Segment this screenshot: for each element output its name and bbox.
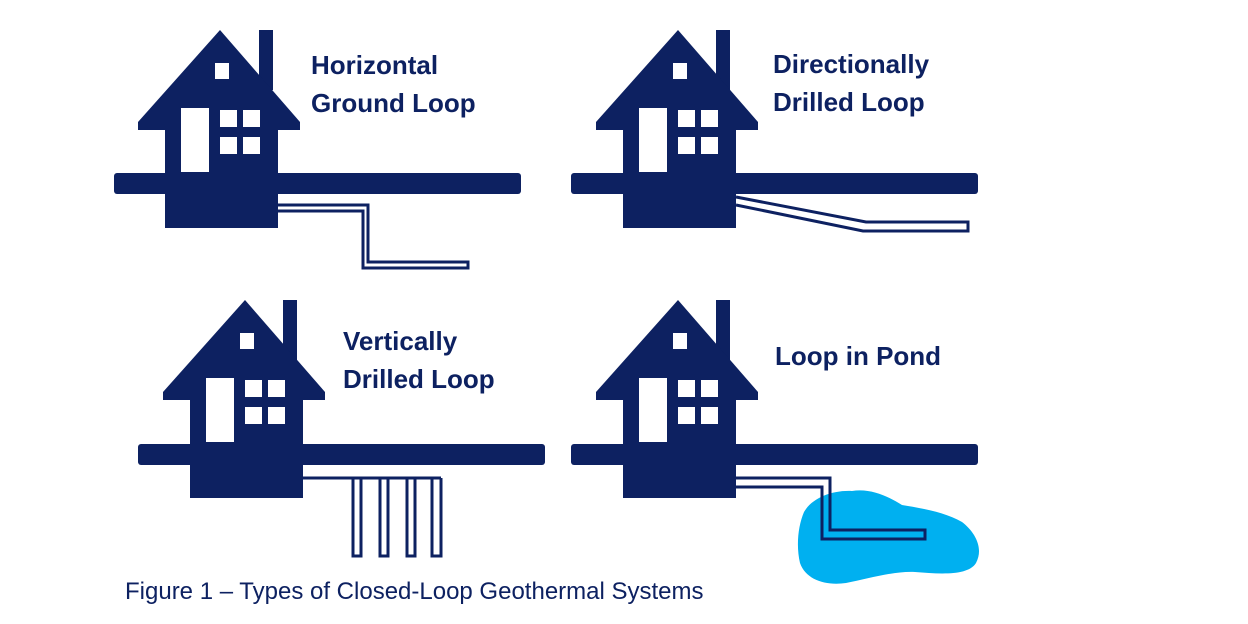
panel-title-directional: Directionally Drilled Loop: [773, 45, 929, 121]
panel-title-vertical: Vertically Drilled Loop: [343, 322, 495, 398]
panel-directional-loop: [571, 30, 978, 233]
ground-bar: [114, 173, 521, 194]
ground-bar: [571, 444, 978, 465]
title-line-1: Loop in Pond: [775, 341, 942, 371]
house-icon: [138, 30, 300, 228]
panel-horizontal-loop: [114, 30, 521, 270]
title-line-1: Horizontal: [311, 50, 439, 80]
ground-bar: [138, 444, 545, 465]
house-icon: [596, 30, 758, 228]
panel-title-pond: Loop in Pond: [775, 337, 941, 375]
house-icon: [596, 300, 758, 498]
panel-vertical-loop: [138, 300, 545, 558]
panel-pond-loop: [571, 300, 980, 584]
vertical-pipe-loops: [303, 476, 443, 558]
title-line-1: Directionally: [773, 49, 930, 79]
directional-pipe-loop: [735, 195, 970, 233]
title-line-2: Ground Loop: [311, 88, 476, 118]
pond-icon: [797, 490, 980, 584]
title-line-2: Drilled Loop: [343, 364, 495, 394]
ground-bar: [571, 173, 978, 194]
title-line-1: Vertically: [343, 326, 458, 356]
figure-caption: Figure 1 – Types of Closed-Loop Geotherm…: [125, 578, 704, 605]
house-icon: [163, 300, 325, 498]
pond-pipe-loop: [736, 476, 927, 541]
panel-title-horizontal: Horizontal Ground Loop: [311, 46, 476, 122]
title-line-2: Drilled Loop: [773, 87, 925, 117]
horizontal-pipe-loop: [278, 203, 470, 270]
